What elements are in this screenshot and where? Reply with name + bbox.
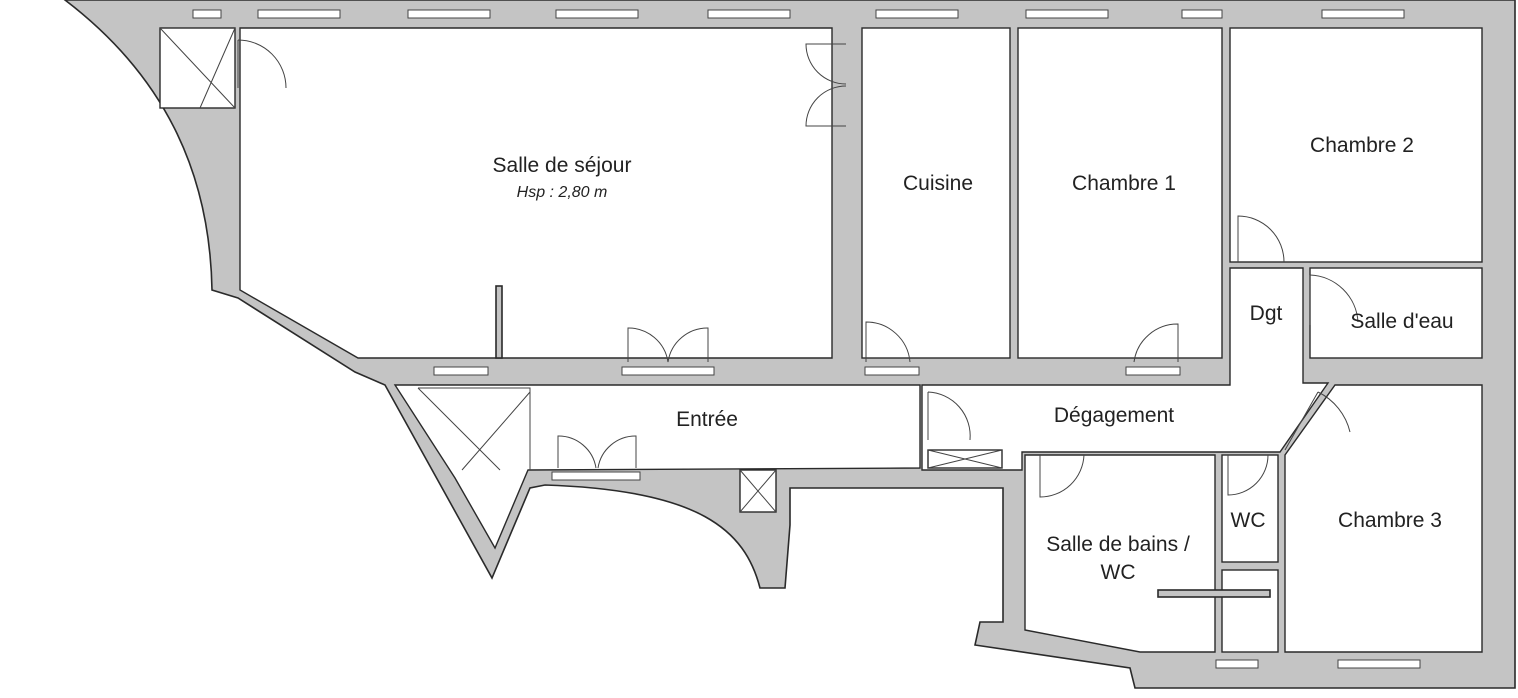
label-chambre-3: Chambre 3: [1338, 509, 1442, 532]
cupboard-cross: [739, 469, 777, 513]
room-wc: [1221, 454, 1279, 563]
room-chambre-2: [1229, 27, 1483, 263]
closet-cross: [159, 27, 236, 109]
room-chambre-1: [1017, 27, 1223, 359]
label-degagement: Dégagement: [1054, 404, 1174, 427]
windows: [192, 9, 1421, 669]
room-salle-d-eau: [1309, 267, 1483, 359]
closet-cross: [417, 387, 531, 471]
doors: [237, 39, 1359, 498]
cupboard-cross: [927, 449, 1003, 469]
room-salle-de-sejour: [239, 27, 833, 359]
storage-small: [1221, 569, 1279, 653]
label-dgt: Dgt: [1250, 302, 1283, 325]
label-cuisine: Cuisine: [903, 172, 973, 195]
room-chambre-3: [1284, 384, 1483, 653]
room-salle-de-bains: [1024, 454, 1216, 653]
label-ceiling-height: Hsp : 2,80 m: [517, 184, 608, 201]
partition-bath: [1157, 589, 1271, 598]
label-chambre-2: Chambre 2: [1310, 134, 1414, 157]
label-salle-d-eau: Salle d'eau: [1350, 310, 1453, 333]
room-cuisine: [861, 27, 1011, 359]
room-entree: [393, 384, 921, 550]
label-salle-de-bains-wc: WC: [1101, 561, 1136, 584]
label-chambre-1: Chambre 1: [1072, 172, 1176, 195]
label-entree: Entrée: [676, 408, 738, 431]
room-degagement: [921, 267, 1330, 471]
label-salle-de-bains: Salle de bains /: [1046, 533, 1190, 556]
partition-sejour: [495, 285, 503, 359]
label-wc: WC: [1231, 509, 1266, 532]
label-salle-de-sejour: Salle de séjour: [493, 154, 632, 177]
